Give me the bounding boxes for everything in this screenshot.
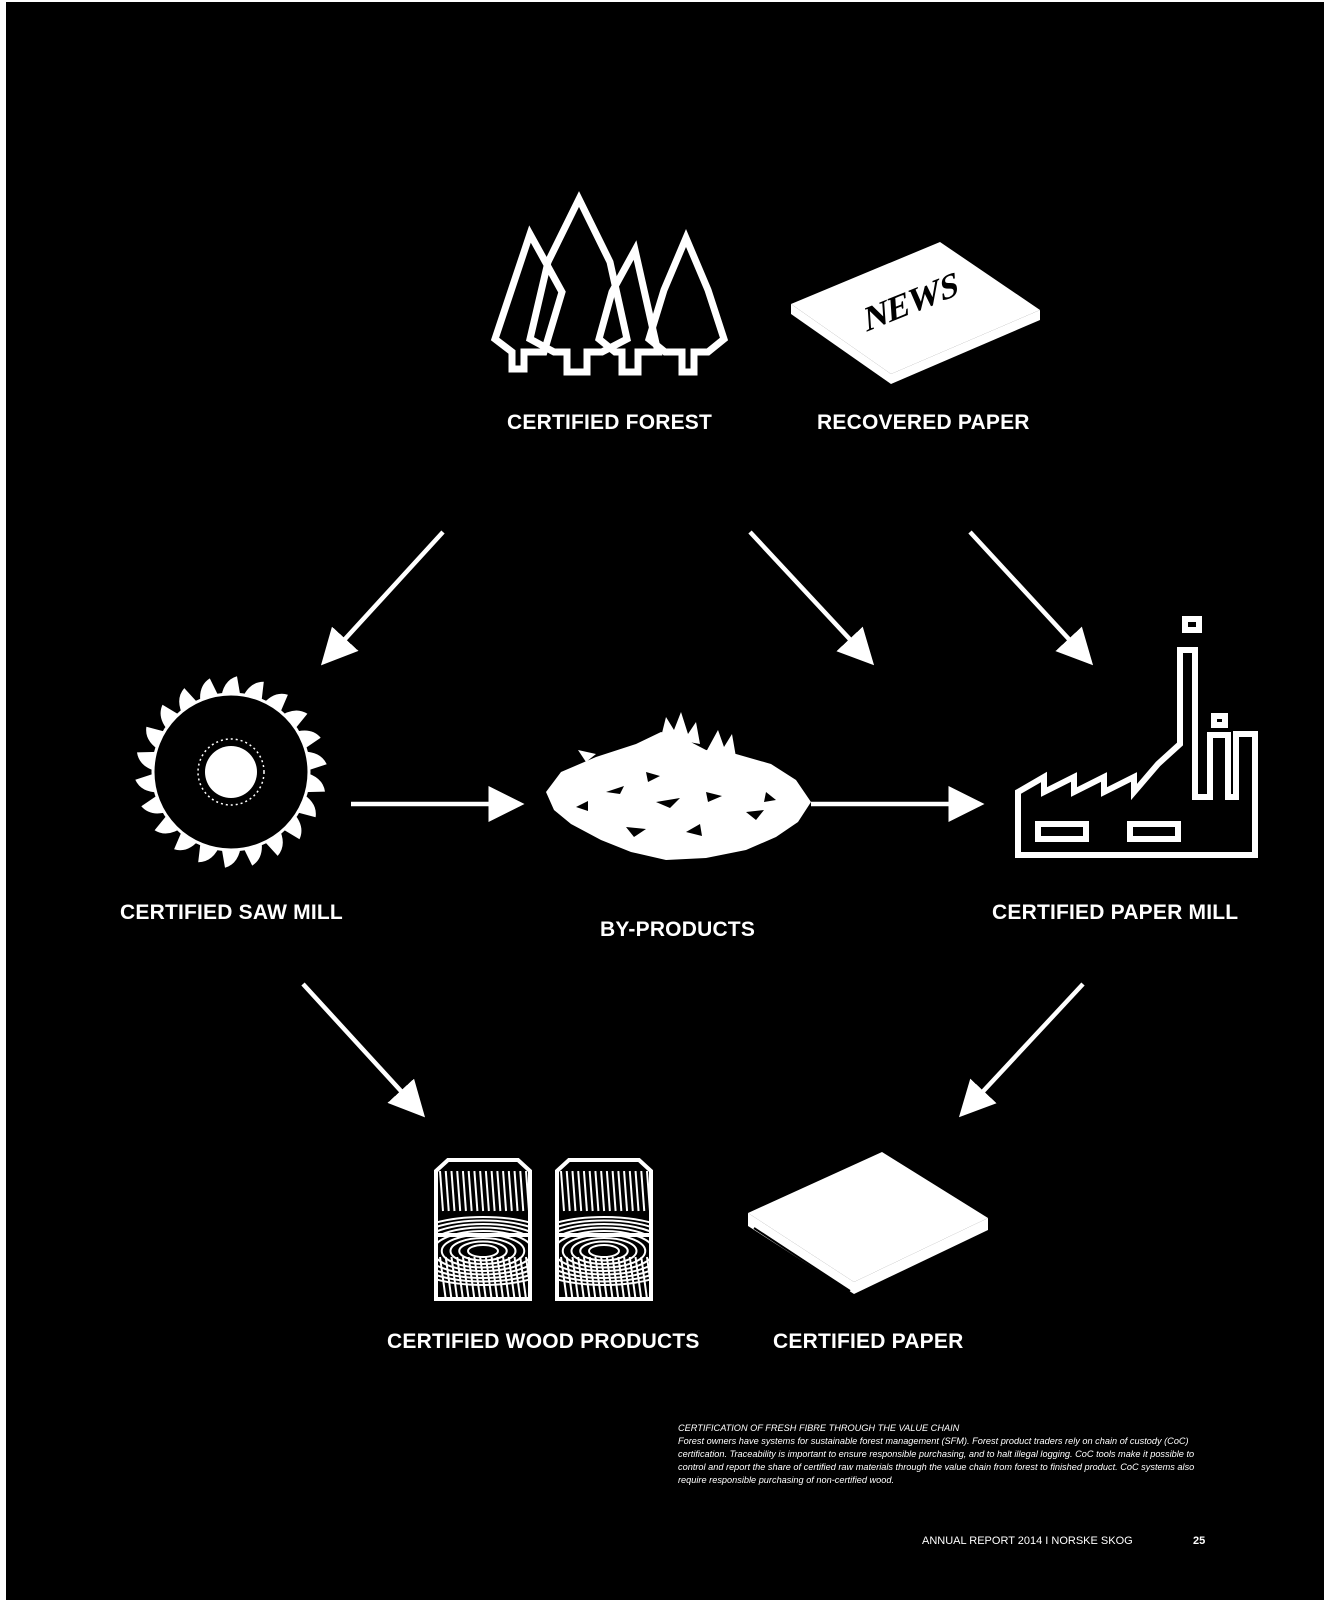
footer-report-title: ANNUAL REPORT 2014 I NORSKE SKOG (922, 1535, 1133, 1547)
caption: CERTIFICATION OF FRESH FIBRE THROUGH THE… (678, 1422, 1208, 1487)
newspaper-icon: NEWS (791, 242, 1040, 389)
paper-stack-icon (748, 1152, 988, 1297)
label-certified-forest: CERTIFIED FOREST (507, 411, 713, 434)
caption-title: CERTIFICATION OF FRESH FIBRE THROUGH THE… (678, 1423, 960, 1433)
arrow-forest-to-sawmill (320, 530, 445, 666)
page: NEWS (6, 2, 1324, 1600)
saw-blade-icon (135, 676, 327, 868)
caption-body: Forest owners have systems for sustainab… (678, 1436, 1195, 1485)
wood-products-icon (434, 1158, 653, 1301)
wood-chips-icon (546, 712, 811, 860)
value-chain-diagram: NEWS (135, 191, 1258, 1301)
arrow-sawmill-to-wood-products (301, 982, 426, 1118)
label-by-products: BY-PRODUCTS (600, 918, 756, 941)
label-recovered-paper: RECOVERED PAPER (817, 411, 1030, 434)
label-certified-saw-mill: CERTIFIED SAW MILL (120, 901, 343, 924)
label-certified-paper-mill: CERTIFIED PAPER MILL (992, 901, 1239, 924)
arrow-recovered-paper-to-papermill (968, 530, 1094, 666)
paper-mill-factory-icon (1015, 616, 1258, 858)
label-certified-paper: CERTIFIED PAPER (773, 1330, 964, 1353)
label-certified-wood-products: CERTIFIED WOOD PRODUCTS (387, 1330, 700, 1353)
forest-trees-icon (490, 191, 729, 376)
page-number: 25 (1193, 1535, 1206, 1547)
arrow-papermill-to-certified-paper (958, 982, 1085, 1118)
arrow-forest-to-byproducts (748, 530, 875, 666)
